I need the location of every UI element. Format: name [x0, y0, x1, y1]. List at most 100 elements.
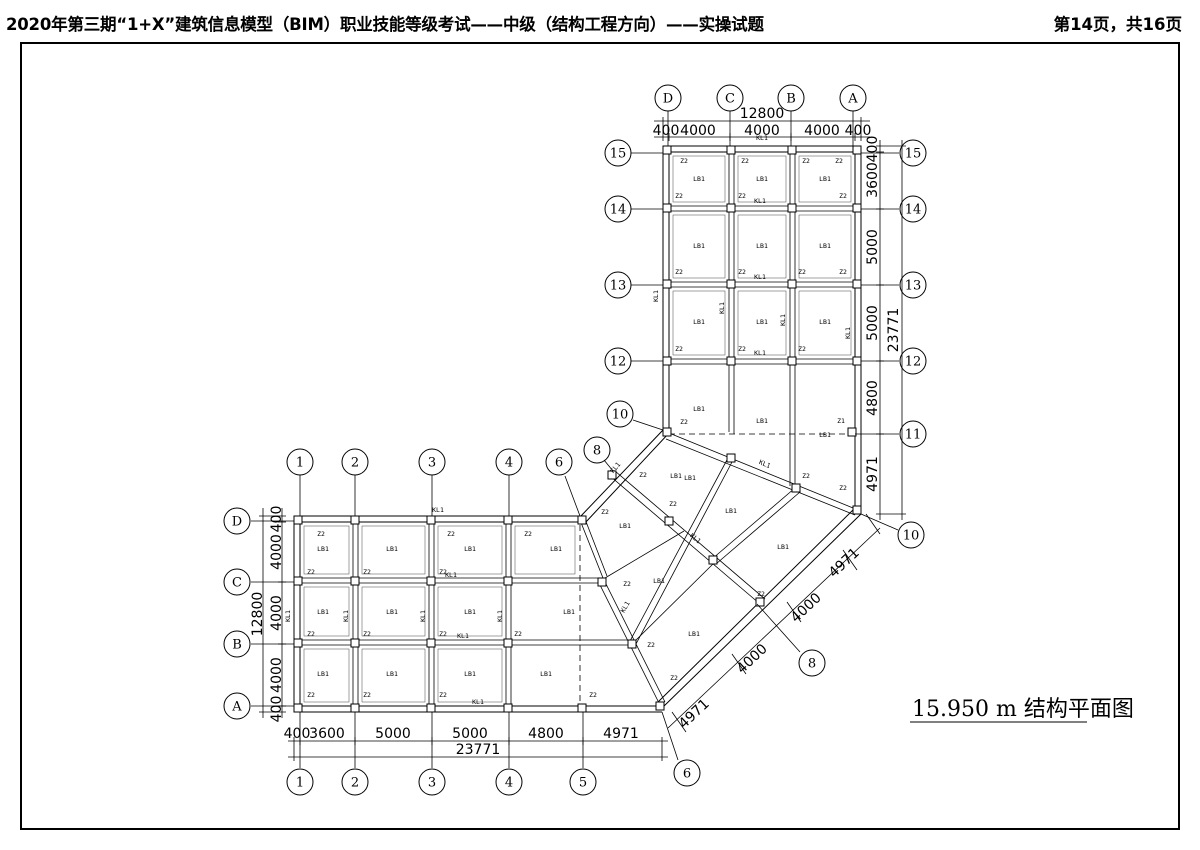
dim-diagonal: 4971 [676, 696, 713, 732]
column-label: Z2 [601, 508, 609, 516]
column-label: Z2 [675, 345, 683, 353]
beam-label: KL1 [758, 458, 772, 470]
column-label: Z2 [670, 674, 678, 682]
column-label: Z2 [623, 580, 631, 588]
beam-label: KL1 [496, 610, 504, 622]
dim-diagonal: 4000 [788, 590, 825, 626]
beam-label: KL1 [445, 571, 457, 579]
dim-top-part: 4000 [680, 123, 716, 139]
axis-bubble-left-row: 14 [610, 203, 627, 218]
axis-bubble-right-row-circle [899, 271, 927, 299]
dim-bottom-total: 23771 [456, 742, 501, 758]
slab-label: LB1 [819, 431, 831, 439]
axis-bubble-10-left-circle [606, 400, 634, 428]
slab-label: LB1 [693, 405, 705, 413]
axis-bubble-right-row-circle [897, 521, 925, 549]
column-label: Z2 [439, 630, 447, 638]
axis-bubble-bottom: 5 [579, 776, 587, 791]
axis-bubble-bottom-circle [341, 768, 369, 796]
column-label: Z2 [363, 630, 371, 638]
dim-bottom-part: 3600 [309, 726, 345, 742]
beam-label: KL1 [754, 349, 766, 357]
slab-label: LB1 [693, 242, 705, 250]
column-label: Z2 [647, 641, 655, 649]
beam-label: KL1 [472, 698, 484, 706]
axis-bubble-left: A [231, 700, 242, 715]
column-label: Z2 [802, 472, 810, 480]
axis-bubble-8-bottom: 8 [808, 657, 816, 672]
dim-bottom-part: 400 [284, 726, 311, 742]
dim-left-part: 4000 [269, 657, 285, 693]
slab-label: LB1 [670, 472, 682, 480]
axis-bubble-top-col: 1 [296, 456, 304, 471]
axis-bubble-right-row: 11 [905, 428, 922, 443]
axis-bubble-bottom: 2 [351, 776, 359, 791]
dim-top-part: 4000 [804, 123, 840, 139]
beam-label: KL1 [754, 197, 766, 205]
column-label: Z2 [680, 418, 688, 426]
axis-bubble-right-row: 15 [905, 147, 922, 162]
column-label: Z2 [738, 192, 746, 200]
beam-label: KL1 [619, 600, 632, 614]
slab-label: LB1 [819, 242, 831, 250]
slab-label: LB1 [777, 543, 789, 551]
slab-label: LB1 [317, 670, 329, 678]
axis-bubble-top-col: 4 [505, 456, 513, 471]
axis-bubble-right-row-circle [899, 195, 927, 223]
beam-label: KL1 [652, 290, 660, 302]
columns [293, 145, 862, 713]
drawing-frame [20, 42, 1180, 830]
slab-label: LB1 [756, 175, 768, 183]
axis-bubble-left-circle [223, 568, 251, 596]
axis-bubble-top-col: 2 [351, 456, 359, 471]
axis-bubble-left-row: 15 [610, 147, 627, 162]
slab-label: LB1 [317, 545, 329, 553]
axis-bubble-top: D [663, 92, 673, 107]
column-label: Z2 [675, 192, 683, 200]
column-label: Z2 [363, 568, 371, 576]
column-label: Z2 [439, 691, 447, 699]
column-label: Z2 [835, 157, 843, 165]
column-label: Z2 [675, 268, 683, 276]
beam-label: KL1 [779, 314, 787, 326]
axis-bubble-right-row-circle [899, 347, 927, 375]
column-label: Z2 [802, 157, 810, 165]
axis-bubble-bottom-circle [286, 768, 314, 796]
dim-right-part: 3600 [865, 162, 881, 198]
drawing-caption: 15.950 m 结构平面图 [912, 697, 1134, 722]
axis-bubble-left-circle [223, 692, 251, 720]
column-label: Z2 [741, 157, 749, 165]
axis-bubble-top-col: 3 [428, 456, 436, 471]
dim-top-total: 12800 [740, 106, 785, 122]
page-header: 2020年第三期“1+X”建筑信息模型（BIM）职业技能等级考试——中级（结构工… [0, 0, 1200, 40]
dim-bottom-part: 4800 [528, 726, 564, 742]
dim-top-part: 400 [845, 123, 872, 139]
dim-left-total: 12800 [250, 592, 266, 637]
slab-label: LB1 [386, 608, 398, 616]
axis-bubble-bottom-circle [495, 768, 523, 796]
page-number: 第14页，共16页 [1053, 15, 1182, 34]
column-label: Z2 [307, 568, 315, 576]
axis-bubble-right-row: 13 [905, 279, 922, 294]
dim-left-part: 400 [269, 696, 285, 723]
axis-bubble-top-col: 6 [555, 456, 563, 471]
column-label: Z2 [589, 691, 597, 699]
dim-right-part: 5000 [865, 305, 881, 341]
dim-top-part: 4000 [744, 123, 780, 139]
slab-label: LB1 [756, 417, 768, 425]
diagonal-zone-outline [579, 429, 862, 709]
slab-label: LB1 [464, 608, 476, 616]
axis-bubble-bottom: 1 [296, 776, 304, 791]
slab-label: LB1 [693, 175, 705, 183]
column-label: Z2 [839, 268, 847, 276]
column-label: Z2 [738, 268, 746, 276]
axis-bubble-left-row: 12 [610, 355, 627, 370]
axis-bubble-top: A [847, 92, 858, 107]
axis-bubble-6-bottom: 6 [683, 767, 691, 782]
axis-bubble-6-bottom-circle [673, 759, 701, 787]
slab-label: LB1 [550, 545, 562, 553]
axis-bubble-bottom-circle [418, 768, 446, 796]
